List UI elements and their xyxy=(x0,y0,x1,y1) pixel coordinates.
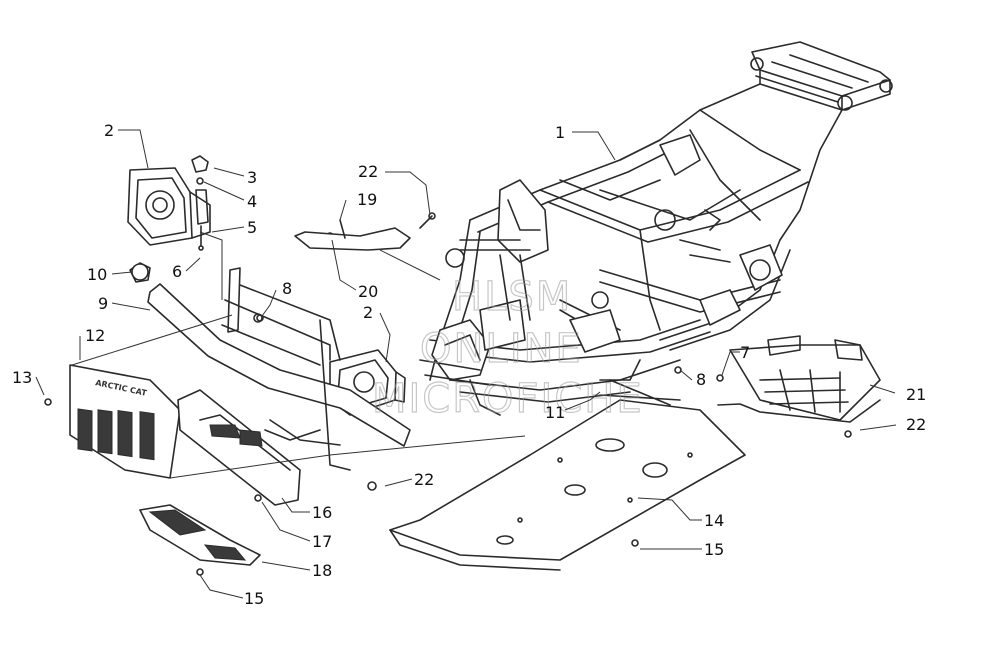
watermark-line2: ONLINE xyxy=(420,326,583,372)
callout-9: 9 xyxy=(98,294,108,313)
lower-skid-plate xyxy=(139,504,261,566)
callout-12: 12 xyxy=(85,326,105,345)
callout-17: 17 xyxy=(312,532,332,551)
watermark: HLSM ONLINE MICROFICHE xyxy=(371,273,644,422)
callout-14: 14 xyxy=(704,511,724,530)
callout-leaders xyxy=(35,129,897,599)
callout-20: 20 xyxy=(358,282,378,301)
watermark-line1: HLSM xyxy=(452,274,572,320)
callout-13: 13 xyxy=(12,368,32,387)
rubber-grommet xyxy=(131,263,149,281)
callout-7: 7 xyxy=(740,343,750,362)
main-skid-plate xyxy=(389,379,746,571)
callout-1: 1 xyxy=(555,123,565,142)
callout-4: 4 xyxy=(247,192,257,211)
watermark-line3: MICROFICHE xyxy=(372,376,644,422)
callout-22-footrest: 22 xyxy=(906,415,926,434)
callout-18: 18 xyxy=(312,561,332,580)
callout-6: 6 xyxy=(172,262,182,281)
callout-2-headlight-left: 2 xyxy=(104,121,114,140)
callout-15-skid: 15 xyxy=(704,540,724,559)
front-skid-bracket xyxy=(177,389,301,506)
callout-22-top: 22 xyxy=(358,162,378,181)
callout-8-bumper: 8 xyxy=(282,279,292,298)
callout-19: 19 xyxy=(357,190,377,209)
callout-15-lower: 15 xyxy=(244,589,264,608)
callout-10: 10 xyxy=(87,265,107,284)
callout-2-headlight-right: 2 xyxy=(363,303,373,322)
bolt-fasteners xyxy=(44,212,852,576)
callout-5: 5 xyxy=(247,218,257,237)
bracket-19 xyxy=(294,219,411,251)
callout-3: 3 xyxy=(247,168,257,187)
assembly-guide-lines xyxy=(71,231,526,479)
headlight-hardware xyxy=(191,155,209,251)
front-grille: ARCTIC CAT xyxy=(69,364,181,479)
main-frame xyxy=(419,41,893,416)
callout-21: 21 xyxy=(906,385,926,404)
footrest-right xyxy=(717,335,881,423)
callout-22-bumper: 22 xyxy=(414,470,434,489)
callout-16: 16 xyxy=(312,503,332,522)
callout-labels: 1 2 2 3 4 5 6 7 8 8 9 10 11 12 13 14 15 … xyxy=(12,121,926,608)
callout-11: 11 xyxy=(545,403,565,422)
callout-8-footrest: 8 xyxy=(696,370,706,389)
